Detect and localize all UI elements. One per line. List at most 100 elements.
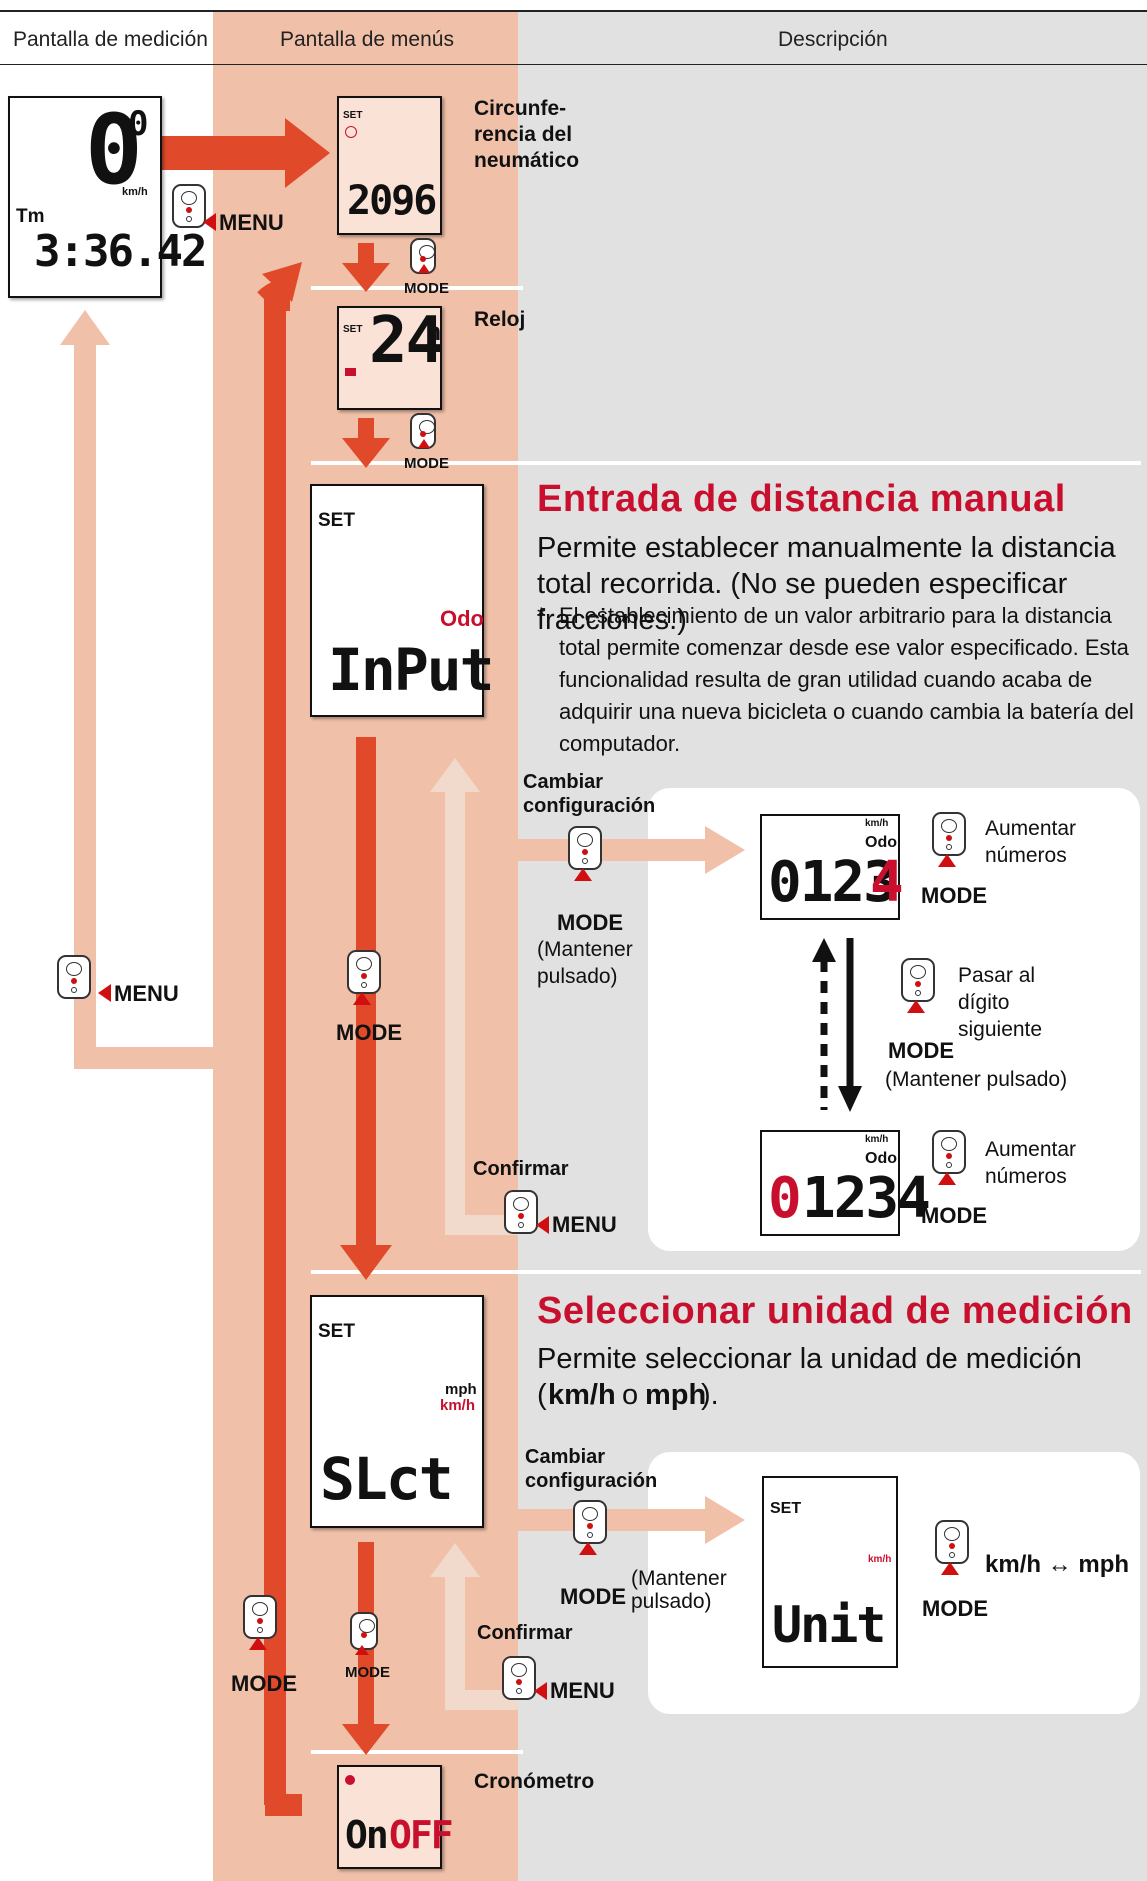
tire-screen: SET 2096 [337, 96, 442, 235]
separator [311, 1270, 1141, 1274]
press-indicator-icon [249, 1637, 267, 1650]
set-label: SET [343, 110, 363, 121]
device-button-icon [573, 1500, 607, 1544]
press-indicator-icon [574, 868, 592, 881]
confirm-label: Confirmar [477, 1622, 573, 1644]
measurement-screen: 0 0 km/h Tm 3:36.42 [8, 94, 207, 298]
menu-button-label: MENU [552, 1212, 617, 1237]
clock-suffix: h [427, 318, 442, 346]
menu-button-label: MENU [550, 1678, 615, 1703]
arrow-up [60, 310, 110, 345]
odo-label: Odo [440, 606, 484, 631]
device-button-icon [243, 1595, 277, 1639]
speed-value: 0 [85, 94, 143, 206]
arrow-down [340, 1245, 392, 1280]
distance-lcd-1: km/h Odo 0123 4 [760, 814, 904, 920]
unit-kmh: km/h [548, 1379, 616, 1411]
mode-label: MODE [404, 280, 449, 297]
distance-digits: 0123 [768, 850, 897, 915]
clock-value: 24 [369, 304, 444, 378]
press-indicator-icon [203, 213, 216, 231]
mode-label: MODE [921, 883, 987, 908]
unit-label: km/h [865, 1134, 889, 1145]
arrow-right [705, 1496, 745, 1544]
top-rule [0, 10, 1147, 12]
press-indicator-icon [353, 992, 371, 1005]
hold-label: (Mantener pulsado) [631, 1567, 727, 1613]
distance-lcd-2: km/h Odo 0 1234 [760, 1130, 931, 1236]
tm-label: Tm [16, 206, 45, 227]
tm-value: 3:36.42 [34, 226, 207, 277]
menu-button-label: MENU [219, 210, 284, 235]
unit-label: km/h [865, 818, 889, 829]
mode-label: MODE [231, 1671, 297, 1696]
mode-label: MODE [345, 1664, 390, 1681]
clock-label: Reloj [474, 308, 526, 331]
odo-label: Odo [865, 1150, 897, 1167]
device-button-icon [350, 1612, 378, 1650]
separator [311, 1750, 523, 1754]
arrow-up [430, 1543, 480, 1577]
device-button-icon [502, 1656, 536, 1700]
arrow-down [342, 438, 390, 468]
device-button-icon [568, 826, 602, 870]
press-indicator-icon [938, 1172, 956, 1185]
menu-button-label: MENU [114, 981, 179, 1006]
arrow-down [342, 1724, 390, 1755]
mode-label: MODE [557, 910, 623, 935]
arrow-down [342, 263, 390, 292]
mph-label: mph [445, 1381, 477, 1398]
mode-label: MODE [888, 1038, 954, 1063]
unit-toggle-label: km/h ↔ mph [985, 1551, 1130, 1578]
stopwatch-label: Cronómetro [474, 1770, 595, 1793]
header-description: Descripción [778, 28, 888, 51]
increase-label: Aumentar números [985, 817, 1077, 867]
unit-screen: SET mph km/h SLct [310, 1295, 484, 1528]
stopwatch-screen: On OFF [337, 1765, 454, 1869]
device-button-icon [57, 955, 91, 999]
kmh-label: km/h [440, 1397, 476, 1414]
unit-description-suffix: ). [701, 1379, 719, 1411]
arrow-right [705, 826, 745, 874]
header-menus: Pantalla de menús [280, 28, 454, 51]
distance-active-digit: 4 [870, 850, 904, 915]
stopwatch-off: OFF [389, 1813, 454, 1857]
manual-distance-note: El establecimiento de un valor arbitrari… [559, 603, 1134, 756]
input-value: InPut [328, 636, 495, 704]
arrow-up [812, 938, 836, 962]
press-indicator-icon [98, 984, 111, 1002]
mode-label: MODE [336, 1020, 402, 1045]
input-screen: SET Odo InPut [310, 484, 495, 717]
device-button-icon [504, 1190, 538, 1234]
clock-icon [345, 368, 356, 376]
device-button-icon [932, 1130, 966, 1174]
mode-label: MODE [921, 1203, 987, 1228]
set-label: SET [318, 510, 355, 531]
clock-screen: SET 24 h [337, 304, 444, 410]
header-rule [0, 64, 1147, 65]
separator [311, 461, 1141, 465]
stopwatch-on: On [345, 1813, 389, 1857]
manual-distance-title: Entrada de distancia manual [537, 478, 1066, 520]
change-config-label: Cambiar configuración [523, 771, 656, 817]
device-button-icon [935, 1520, 969, 1564]
mode-label: MODE [560, 1584, 626, 1609]
arrow-up [430, 758, 480, 792]
set-label: SET [770, 1500, 802, 1517]
stopwatch-icon [345, 1775, 355, 1785]
press-indicator-icon [534, 1682, 547, 1700]
mode-label: MODE [404, 455, 449, 472]
device-button-icon [172, 184, 206, 228]
device-button-icon [347, 950, 381, 994]
press-indicator-icon [907, 1000, 925, 1013]
tire-label: Circunfe- rencia del neumático [474, 97, 580, 172]
press-indicator-icon [355, 1645, 369, 1655]
press-indicator-icon [418, 439, 430, 448]
speed-decimal: 0 [128, 104, 149, 144]
arrow-up-right [262, 262, 302, 302]
increase-label: Aumentar números [985, 1138, 1077, 1188]
arrow-down [838, 1086, 862, 1112]
mode-label: MODE [922, 1596, 988, 1621]
distance-digits: 1234 [802, 1166, 931, 1231]
odo-label: Odo [865, 834, 897, 851]
